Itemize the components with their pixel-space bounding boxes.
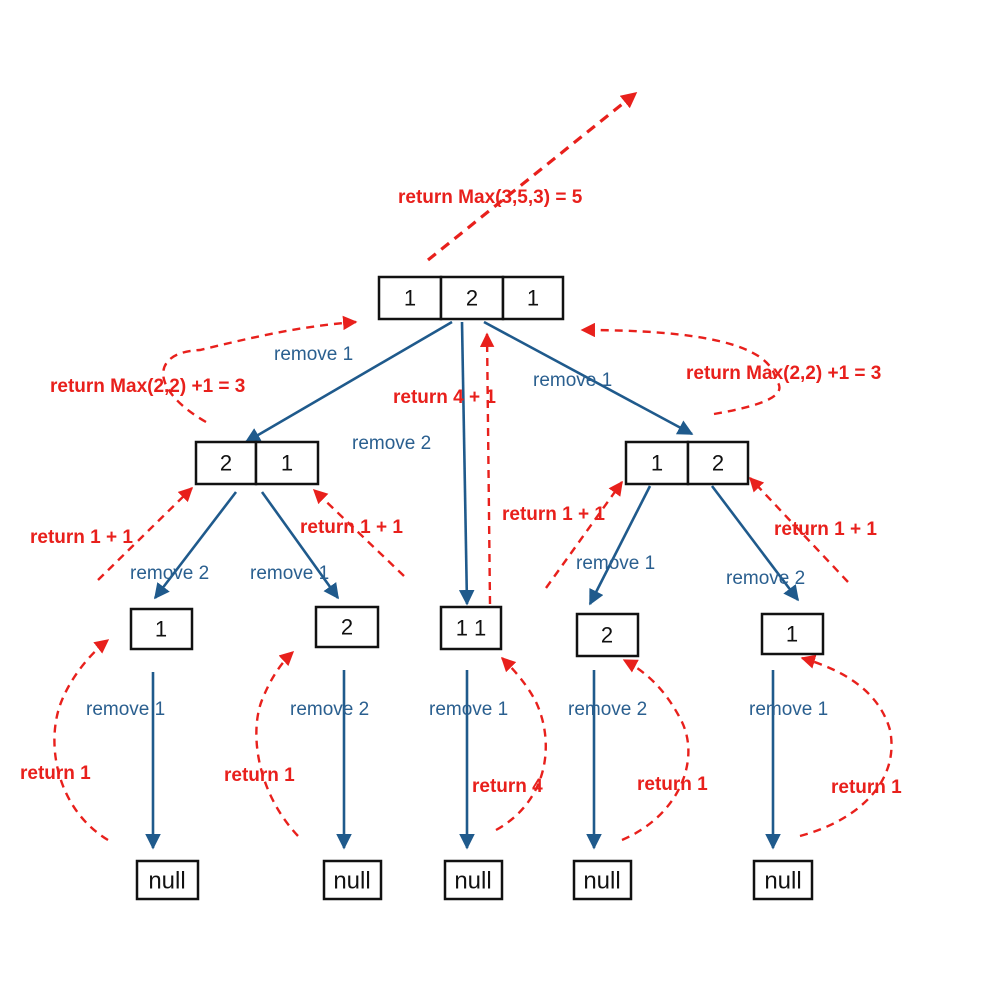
remove-label-left-right: remove 1 <box>250 563 329 584</box>
null-e-label: null <box>764 868 801 895</box>
leaf-a-value: 1 <box>155 617 167 642</box>
node-root: 1 2 1 <box>377 275 565 321</box>
root-cell-3: 1 <box>527 286 539 311</box>
edge-root-left <box>244 320 453 444</box>
return-label-left-mid: return Max(2,2) +1 = 3 <box>50 376 245 397</box>
null-box-b: null <box>322 859 383 901</box>
edge-root-right <box>483 320 694 436</box>
edge-left-left <box>153 491 238 600</box>
return-label-left-lr: return 1 + 1 <box>300 517 403 538</box>
remove-label-leaf-b: remove 2 <box>290 699 369 720</box>
edge-root-mid <box>458 321 475 606</box>
null-box-d: null <box>572 859 633 901</box>
leaf-d-value: 2 <box>601 623 613 648</box>
return-label-leaf-a: return 1 <box>20 763 91 784</box>
root-cell-2: 2 <box>466 286 478 311</box>
return-arrow-center <box>479 332 495 605</box>
return-arrow-leaf-d <box>621 658 690 842</box>
remove-label-root-mid: remove 2 <box>352 433 431 454</box>
return-arrow-leaf-c <box>495 656 547 832</box>
leaf-b-value: 2 <box>341 615 353 640</box>
node-leaf-c: 1 1 <box>439 605 503 651</box>
return-arrow-right-rl <box>545 480 623 589</box>
return-arrow-top <box>426 91 638 262</box>
return-arrow-leaf-b <box>255 651 299 837</box>
remove-label-leaf-a: remove 1 <box>86 699 165 720</box>
return-arrow-left-mid <box>162 315 358 424</box>
null-box-c: null <box>443 859 504 901</box>
null-box-a: null <box>135 859 200 901</box>
remove-label-leaf-c: remove 1 <box>429 699 508 720</box>
remove-label-root-right: remove 1 <box>533 370 612 391</box>
return-label-right-mid: return Max(2,2) +1 = 3 <box>686 363 881 384</box>
edge-right-left <box>588 485 652 606</box>
null-d-label: null <box>583 868 620 895</box>
null-box-e: null <box>752 859 814 901</box>
node-leaf-e: 1 <box>760 612 825 656</box>
null-c-label: null <box>454 868 491 895</box>
edge-right-right <box>710 485 800 602</box>
return-label-right-rr: return 1 + 1 <box>774 519 877 540</box>
remove-label-leaf-d: remove 2 <box>568 699 647 720</box>
return-arrow-leaf-a <box>53 639 110 842</box>
remove-label-right-left: remove 1 <box>576 553 655 574</box>
remove-label-root-left: remove 1 <box>274 344 353 365</box>
return-label-left-ll: return 1 + 1 <box>30 527 133 548</box>
remove-label-left-left: remove 2 <box>130 563 209 584</box>
right-cell-1: 1 <box>651 451 663 476</box>
return-label-center: return 4 + 1 <box>393 387 496 408</box>
node-right: 1 2 <box>624 440 750 486</box>
left-cell-1: 2 <box>220 451 232 476</box>
node-left: 2 1 <box>194 440 320 486</box>
remove-label-leaf-e: remove 1 <box>749 699 828 720</box>
return-label-leaf-d: return 1 <box>637 774 708 795</box>
null-a-label: null <box>148 868 185 895</box>
remove-label-right-right: remove 2 <box>726 568 805 589</box>
edge-left-right <box>260 491 340 600</box>
node-leaf-b: 2 <box>314 605 380 649</box>
node-leaf-a: 1 <box>129 607 194 651</box>
root-cell-1: 1 <box>404 286 416 311</box>
node-leaf-d: 2 <box>575 612 640 658</box>
return-arrow-right-rr <box>749 476 849 583</box>
return-label-leaf-b: return 1 <box>224 765 295 786</box>
return-arrow-left-lr <box>312 489 405 577</box>
leaf-c-value: 1 1 <box>456 616 487 641</box>
return-label-leaf-e: return 1 <box>831 777 902 798</box>
return-label-leaf-c: return 4 <box>472 776 543 797</box>
null-b-label: null <box>333 868 370 895</box>
return-label-top: return Max(3,5,3) = 5 <box>398 187 583 208</box>
return-label-right-rl: return 1 + 1 <box>502 504 605 525</box>
return-arrow-right-mid <box>580 322 781 416</box>
right-cell-2: 2 <box>712 451 724 476</box>
left-cell-2: 1 <box>281 451 293 476</box>
return-arrow-left-ll <box>97 486 194 581</box>
return-arrow-leaf-e <box>799 654 893 838</box>
leaf-e-value: 1 <box>786 622 798 647</box>
